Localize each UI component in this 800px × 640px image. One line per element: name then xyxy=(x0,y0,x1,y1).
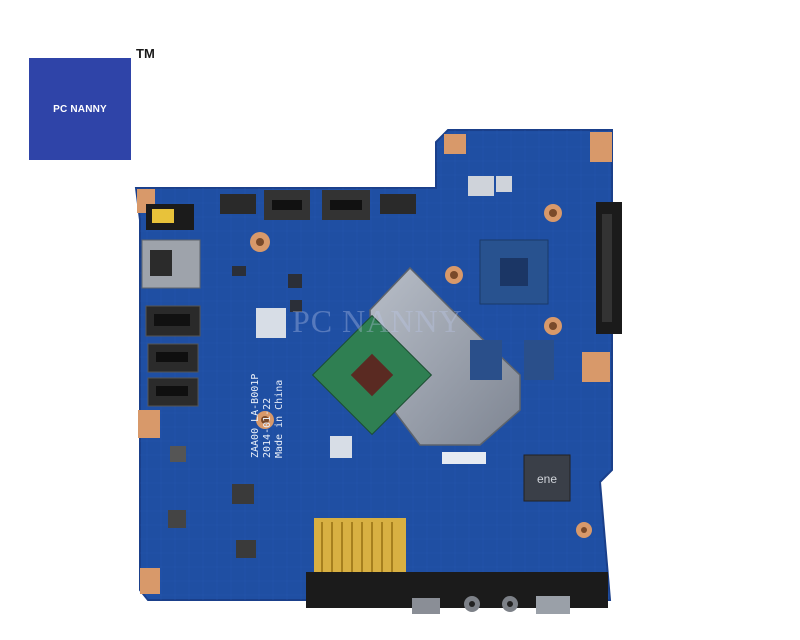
ethernet-port xyxy=(141,239,201,289)
watermark-text: PC NANNY xyxy=(292,303,463,339)
trademark-mark: TM xyxy=(136,46,155,61)
silk-origin: Made in China xyxy=(274,380,285,458)
bga-chip xyxy=(479,239,549,305)
usb-port-upper xyxy=(147,343,199,373)
small-components xyxy=(168,176,554,558)
gold-connector xyxy=(314,518,406,580)
silk-date: 2014-01-22 xyxy=(262,398,273,458)
usb-port-lower xyxy=(147,377,199,407)
memory-slot xyxy=(596,202,622,334)
svg-text:ene: ene xyxy=(537,472,557,486)
power-jack xyxy=(146,204,194,230)
top-connectors xyxy=(220,190,416,220)
bottom-port-strip xyxy=(306,572,608,614)
mounting-holes xyxy=(250,140,604,538)
silkscreen: ZAA00 LA-B001P 2014-01-22 Made in China xyxy=(250,374,285,458)
hdmi-port xyxy=(145,305,201,337)
controller-chip: ene xyxy=(523,454,571,502)
logo-text: PC NANNY xyxy=(53,103,107,115)
pc-nanny-logo: PC NANNY xyxy=(29,58,131,160)
cpu-chip xyxy=(311,314,433,436)
silk-model: ZAA00 LA-B001P xyxy=(250,374,261,458)
